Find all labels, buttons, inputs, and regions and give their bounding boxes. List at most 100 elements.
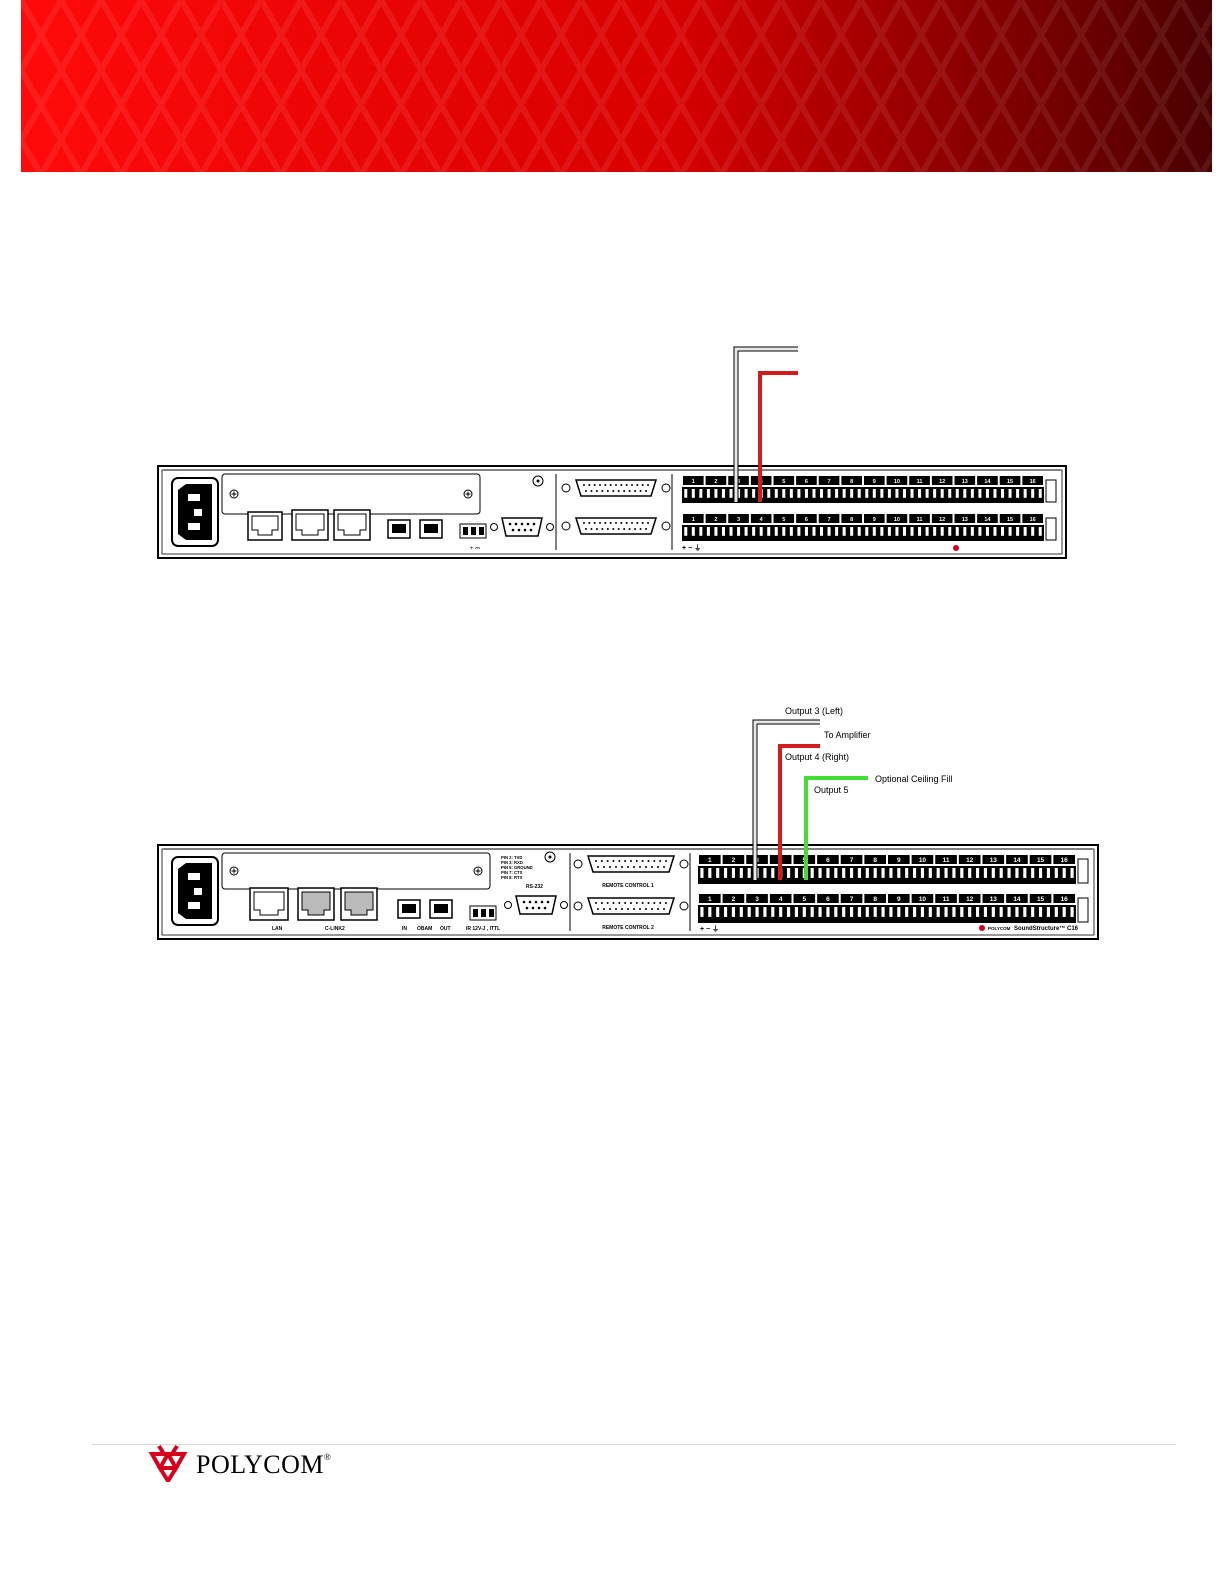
terminal-screw xyxy=(940,527,944,536)
terminal-screw xyxy=(700,868,704,878)
db25-pin xyxy=(630,902,632,904)
db25-pin xyxy=(593,484,596,486)
terminal-screw xyxy=(723,907,728,917)
terminal-screw xyxy=(763,907,767,917)
power-pin xyxy=(188,873,200,880)
db25-pin xyxy=(600,860,603,862)
terminal-number: 13 xyxy=(962,517,968,523)
expansion-plate xyxy=(221,473,481,515)
terminal-number: 16 xyxy=(1030,479,1036,485)
obam-socket xyxy=(402,904,416,913)
terminal-screw xyxy=(881,868,885,878)
db25-pin xyxy=(631,522,633,524)
terminal-number: 9 xyxy=(897,857,901,864)
terminal-number: 12 xyxy=(966,857,974,864)
terminal-screw xyxy=(1001,489,1005,498)
db25-pin xyxy=(615,908,617,910)
terminal-screw xyxy=(1070,868,1074,878)
terminal-number-tab xyxy=(818,476,840,485)
terminal-screw xyxy=(804,527,808,536)
terminal-number-tab xyxy=(840,855,863,864)
terminal-number: 13 xyxy=(962,479,968,485)
terminal-number: 16 xyxy=(1061,857,1069,864)
terminal-number-tab xyxy=(722,894,745,903)
terminal-screw xyxy=(818,868,822,878)
terminal-screw xyxy=(802,907,806,917)
db25-pin xyxy=(641,902,644,904)
terminal-number-tab xyxy=(1006,894,1028,903)
terminal-screw xyxy=(771,868,775,878)
terminal-screw xyxy=(1031,527,1035,536)
db25-pin xyxy=(633,866,635,868)
terminal-screw xyxy=(794,868,799,878)
terminal-screw xyxy=(889,907,893,917)
terminal-number: 8 xyxy=(873,896,877,903)
terminal-number-tab xyxy=(769,894,792,903)
db25-pin xyxy=(609,522,612,524)
callout-output-3: Output 3 (Left) xyxy=(785,706,844,716)
db25-pin xyxy=(647,522,649,524)
port-socket xyxy=(253,891,285,916)
terminal-screw xyxy=(895,527,899,536)
callout-output-5: Output 5 xyxy=(814,785,849,795)
db25-pin xyxy=(645,490,647,492)
terminal-screw xyxy=(920,907,925,917)
rs232-label: RS-232 xyxy=(526,884,543,890)
remote-control-port xyxy=(586,897,676,915)
terminal-number: 12 xyxy=(939,479,945,485)
terminal-screw xyxy=(1015,868,1019,878)
terminal-screw xyxy=(975,868,980,878)
db25-pin xyxy=(612,902,615,904)
terminal-number-tab xyxy=(817,855,839,864)
db25-pin xyxy=(606,860,609,862)
terminal-number: 8 xyxy=(850,517,853,523)
terminal-number-tab xyxy=(864,476,885,485)
screw-slot xyxy=(231,491,237,497)
db25-pin xyxy=(585,528,587,530)
power-pin xyxy=(194,888,202,895)
terminal-number-tab xyxy=(773,476,795,485)
terminal-screw xyxy=(747,868,751,878)
terminal-number-tab xyxy=(911,894,934,903)
terminal-number: 2 xyxy=(732,896,736,903)
row-tag xyxy=(1077,897,1089,923)
terminal-screw xyxy=(820,527,824,536)
terminal-screw xyxy=(774,527,778,536)
terminal-screw xyxy=(794,907,799,917)
terminal-screw xyxy=(834,907,838,917)
terminal-screw xyxy=(993,527,997,536)
terminal-screw xyxy=(827,527,831,536)
db25-pin xyxy=(583,522,585,524)
terminal-screw xyxy=(797,527,801,536)
terminal-screw xyxy=(985,489,989,498)
terminal-number: 14 xyxy=(984,479,991,485)
terminal-screw xyxy=(759,527,763,536)
db25-pin xyxy=(641,522,644,524)
rs232-pin xyxy=(508,522,512,526)
terminal-number: 5 xyxy=(803,896,807,903)
ir-pin xyxy=(463,527,468,535)
terminal-number-tab xyxy=(864,514,885,523)
expansion-plate xyxy=(221,852,491,890)
terminal-screw xyxy=(887,489,891,498)
db25-pin xyxy=(639,908,641,910)
terminal-screw xyxy=(955,527,959,536)
terminal-screw xyxy=(834,868,838,878)
out-label: OUT xyxy=(440,926,451,932)
db25-pin xyxy=(624,860,627,862)
terminal-number-tab xyxy=(864,894,886,903)
terminal-block xyxy=(698,905,1076,923)
terminal-screw xyxy=(789,489,793,498)
db25-pin xyxy=(603,866,605,868)
remote-control-1-label: REMOTE CONTROL 1 xyxy=(602,883,654,889)
db25-pin xyxy=(659,902,662,904)
terminal-screw xyxy=(747,907,751,917)
terminal-screw xyxy=(912,907,917,917)
db25-pin xyxy=(624,902,627,904)
db25-pin xyxy=(595,490,598,492)
rs232-pin xyxy=(525,906,529,910)
terminal-screw xyxy=(1031,868,1035,878)
db25-pin xyxy=(583,484,585,486)
rs232-pin xyxy=(534,900,538,904)
